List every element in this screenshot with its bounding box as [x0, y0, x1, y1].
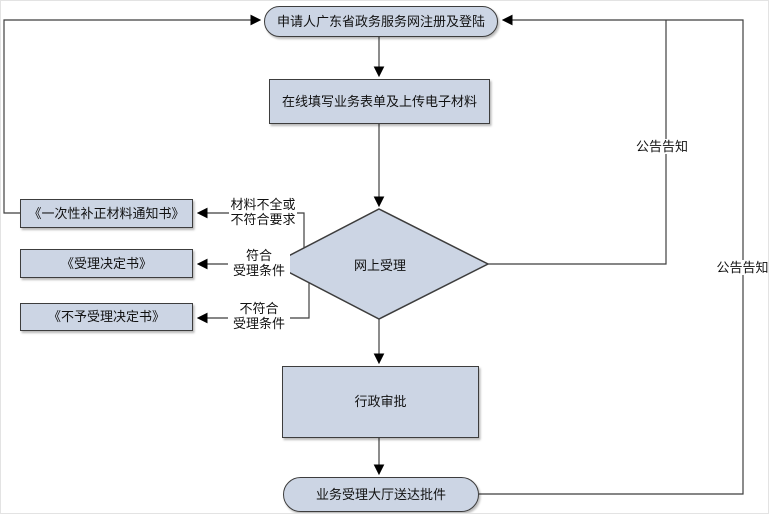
node-admin-approval-label: 行政审批 [354, 394, 407, 410]
edge-label-announce-delivery: 公告告知 [715, 260, 769, 276]
edge-supplement-loop-to-register [3, 14, 262, 214]
node-supplement-notice-label: 《一次性补正材料通知书》 [28, 205, 185, 221]
node-admin-approval: 行政审批 [282, 366, 479, 438]
edge-label-announce-online: 公告告知 [635, 139, 689, 155]
edge-label-unqualified: 不符合 受理条件 [228, 301, 290, 332]
node-hall-delivery-label: 业务受理大厅送达批件 [315, 486, 446, 502]
node-rejection-decision: 《不予受理决定书》 [20, 303, 193, 331]
node-hall-delivery: 业务受理大厅送达批件 [283, 477, 479, 512]
node-online-acceptance: 网上受理 [301, 251, 459, 277]
node-acceptance-decision: 《受理决定书》 [20, 249, 193, 278]
edge-decision-announce [488, 20, 667, 265]
node-rejection-decision-label: 《不予受理决定书》 [47, 309, 165, 325]
node-online-form: 在线填写业务表单及上传电子材料 [269, 79, 490, 124]
node-register-label: 申请人广东省政务服务网注册及登陆 [276, 13, 485, 29]
edge-label-qualified: 符合 受理条件 [228, 248, 290, 279]
node-online-acceptance-label: 网上受理 [353, 257, 406, 273]
decision-diamond-shape [271, 208, 490, 320]
node-register: 申请人广东省政务服务网注册及登陆 [264, 6, 498, 37]
node-supplement-notice: 《一次性补正材料通知书》 [20, 199, 193, 228]
edge-delivery-announce-loop [479, 14, 744, 495]
node-acceptance-decision-label: 《受理决定书》 [60, 255, 152, 271]
node-online-form-label: 在线填写业务表单及上传电子材料 [281, 93, 477, 109]
edge-label-incomplete: 材料不全或 不符合要求 [229, 197, 297, 228]
